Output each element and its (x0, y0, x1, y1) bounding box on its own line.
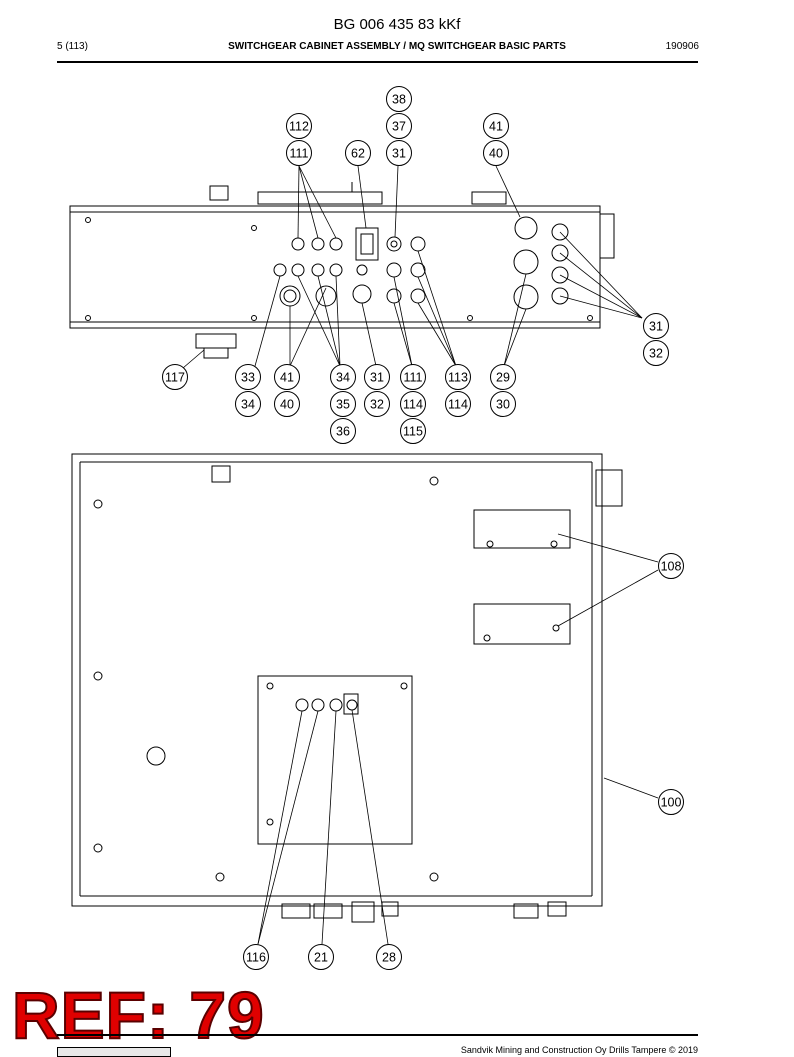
callout-number: 111 (403, 371, 422, 385)
callout-number: 41 (280, 371, 294, 385)
callout-balloons: 38 37 31 112 111 62 41 40 31 32 117 33 34 41 40 34 35 36 3… (162, 86, 684, 970)
leader-lines (182, 165, 659, 945)
footer-rule (57, 1034, 698, 1036)
callout-balloon: 112 (286, 113, 312, 139)
callout-number: 114 (448, 398, 468, 412)
callout-balloon: 33 (235, 364, 261, 390)
callout-number: 32 (370, 398, 384, 412)
cabinet-top-view (69, 182, 615, 359)
callout-balloon: 114 (445, 391, 471, 417)
callout-balloon: 111 (400, 364, 426, 390)
document-date: 190906 (665, 41, 699, 52)
callout-balloon: 41 (483, 113, 509, 139)
callout-balloon: 116 (243, 944, 269, 970)
callout-balloon: 34 (330, 364, 356, 390)
header-rule (57, 61, 698, 63)
callout-balloon: 34 (235, 391, 261, 417)
sandvik-logo (57, 1047, 171, 1057)
callout-number: 117 (165, 371, 185, 385)
callout-number: 116 (246, 951, 266, 965)
callout-number: 100 (661, 796, 682, 810)
callout-balloon: 114 (400, 391, 426, 417)
callout-number: 38 (392, 93, 406, 107)
callout-number: 40 (489, 147, 503, 161)
footer-copyright: Sandvik Mining and Construction Oy Drill… (460, 1045, 698, 1055)
callout-balloon: 29 (490, 364, 516, 390)
callout-number: 21 (314, 951, 328, 965)
callout-balloon: 115 (400, 418, 426, 444)
callout-number: 31 (370, 371, 384, 385)
callout-number: 111 (289, 147, 308, 161)
callout-balloon: 31 (364, 364, 390, 390)
callout-number: 114 (403, 398, 423, 412)
callout-number: 31 (392, 147, 406, 161)
callout-number: 108 (661, 560, 682, 574)
callout-balloon: 100 (658, 789, 684, 815)
callout-number: 113 (448, 371, 468, 385)
page-number: 5 (113) (57, 41, 88, 52)
callout-balloon: 62 (345, 140, 371, 166)
callout-balloon: 32 (364, 391, 390, 417)
callout-number: 33 (241, 371, 255, 385)
callout-number: 115 (403, 425, 423, 439)
callout-number: 62 (351, 147, 365, 161)
callout-number: 31 (649, 320, 663, 334)
callout-balloon: 40 (274, 391, 300, 417)
callout-number: 35 (336, 398, 350, 412)
callout-number: 29 (496, 371, 510, 385)
callout-number: 30 (496, 398, 510, 412)
callout-balloon: 111 (286, 140, 312, 166)
callout-balloon: 31 (643, 313, 669, 339)
callout-balloon: 35 (330, 391, 356, 417)
callout-number: 41 (489, 120, 503, 134)
callout-number: 32 (649, 347, 663, 361)
page-title: SWITCHGEAR CABINET ASSEMBLY / MQ SWITCHG… (228, 41, 566, 52)
callout-number: 112 (289, 120, 309, 134)
callout-number: 34 (241, 398, 255, 412)
callout-number: 37 (392, 120, 406, 134)
callout-balloon: 36 (330, 418, 356, 444)
callout-balloon: 41 (274, 364, 300, 390)
callout-balloon: 40 (483, 140, 509, 166)
callout-balloon: 30 (490, 391, 516, 417)
callout-balloon: 117 (162, 364, 188, 390)
callout-balloon: 21 (308, 944, 334, 970)
callout-balloon: 28 (376, 944, 402, 970)
callout-number: 34 (336, 371, 350, 385)
cabinet-front-view (71, 453, 623, 923)
document-number: BG 006 435 83 kKf (333, 16, 461, 33)
callout-number: 40 (280, 398, 294, 412)
callout-balloon: 108 (658, 553, 684, 579)
callout-balloon: 37 (386, 113, 412, 139)
reference-stamp: REF: 79 (11, 978, 265, 1052)
callout-number: 36 (336, 425, 350, 439)
callout-balloon: 31 (386, 140, 412, 166)
callout-balloon: 113 (445, 364, 471, 390)
callout-balloon: 38 (386, 86, 412, 112)
callout-number: 28 (382, 951, 396, 965)
callout-balloon: 32 (643, 340, 669, 366)
